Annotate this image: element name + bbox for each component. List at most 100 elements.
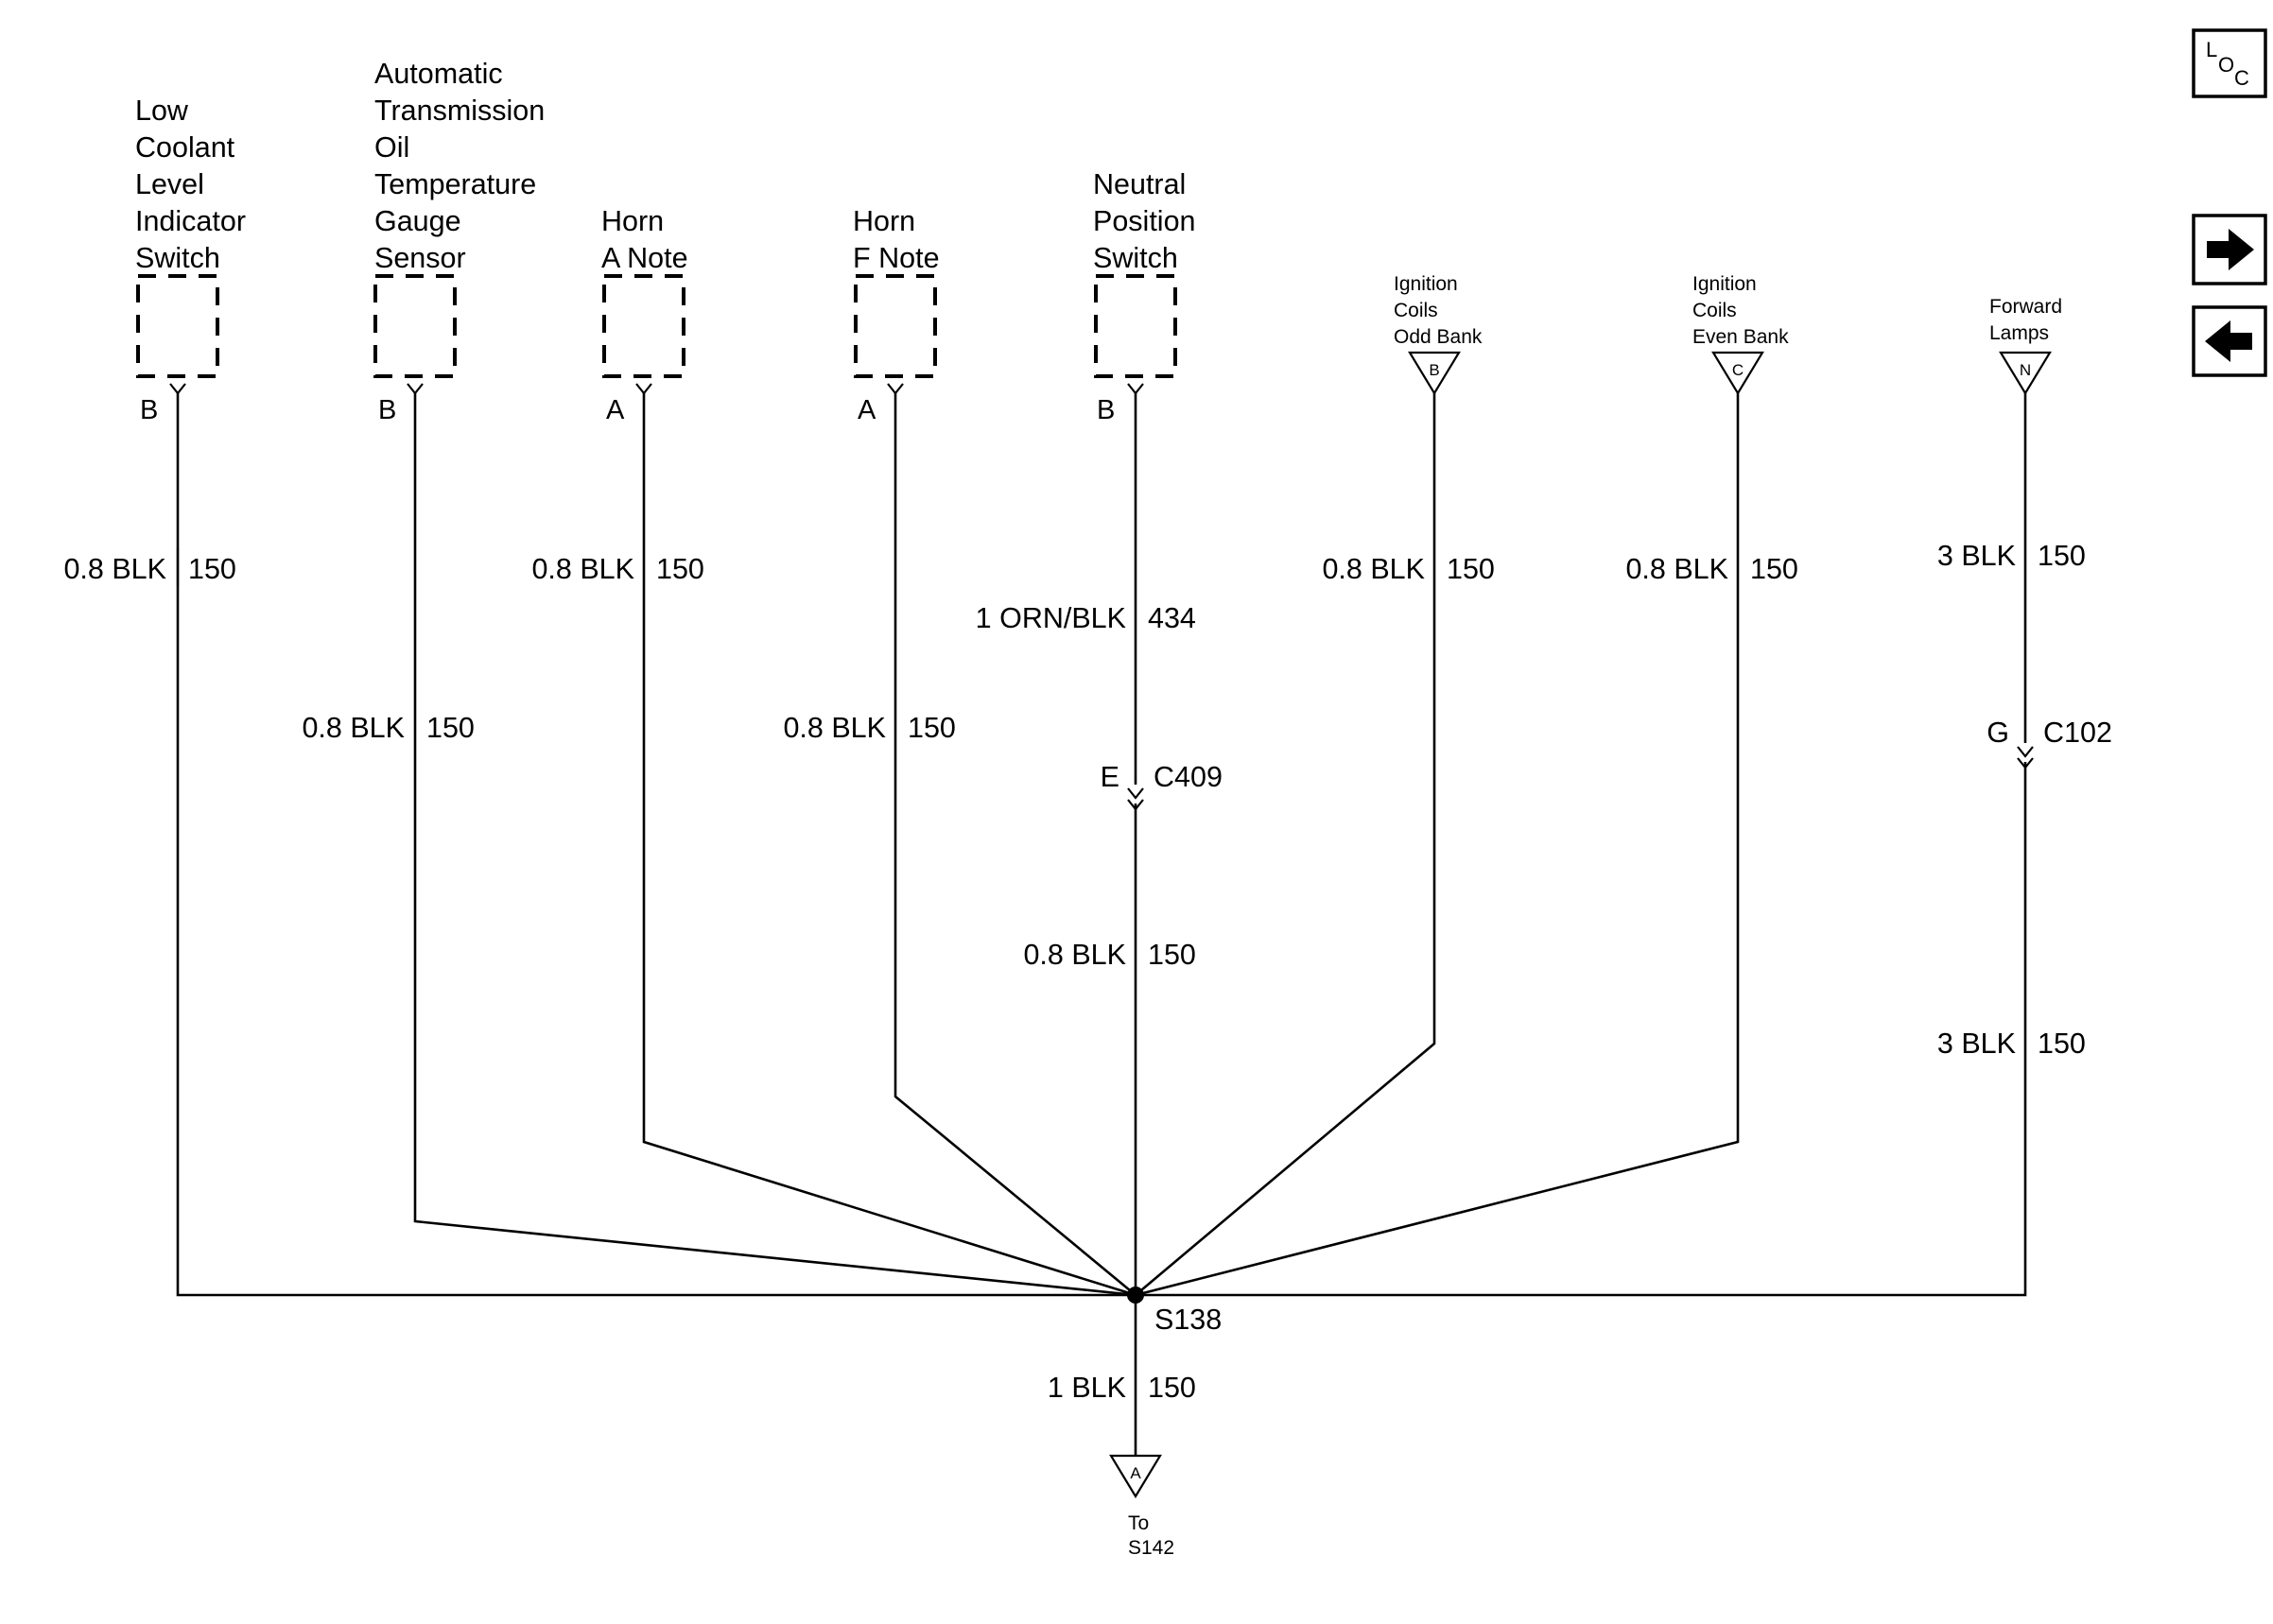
wire-low-coolant bbox=[176, 393, 1136, 1297]
previous-page-button[interactable] bbox=[2192, 305, 2267, 377]
loc-button[interactable]: L O C bbox=[2192, 28, 2267, 98]
component-label-line: Indicator bbox=[135, 205, 246, 237]
component-neutral-position-switch: Neutral Position Switch B bbox=[1093, 168, 1196, 425]
wire-trans-sensor bbox=[413, 393, 1136, 1297]
component-outline bbox=[1094, 274, 1177, 378]
wire-size: 0.8 BLK bbox=[63, 553, 166, 585]
destination-label-line: S142 bbox=[1128, 1537, 1174, 1559]
component-label-line: A Note bbox=[601, 242, 688, 274]
offpage-triangle-icon bbox=[1711, 351, 1764, 396]
component-horn-a-note: Horn A Note A bbox=[601, 205, 688, 425]
wire-circuit: 150 bbox=[426, 712, 475, 744]
component-label-line: Switch bbox=[1093, 242, 1178, 274]
connector-pin: G bbox=[1987, 717, 2009, 749]
wire-forward-lamps-lower bbox=[1136, 762, 2027, 1297]
offpage-triangle-icon bbox=[1999, 351, 2052, 396]
offpage-label-line: Coils bbox=[1692, 300, 1737, 321]
component-label-line: Low bbox=[135, 95, 189, 127]
wire-size: 1 ORN/BLK bbox=[976, 602, 1126, 634]
pin-label: A bbox=[858, 395, 876, 425]
destination-label-line: To bbox=[1128, 1512, 1149, 1534]
connector-name: C409 bbox=[1154, 761, 1223, 793]
connector-symbol bbox=[2017, 746, 2034, 758]
component-label-line: Switch bbox=[135, 242, 220, 274]
connector-name: C102 bbox=[2043, 717, 2112, 749]
connector-symbol bbox=[1127, 799, 1144, 811]
wire-horn-f bbox=[894, 393, 1136, 1297]
connector-symbol bbox=[1127, 787, 1144, 800]
connector-symbol bbox=[2017, 757, 2034, 769]
pin-symbol bbox=[635, 383, 652, 395]
wire-circuit: 150 bbox=[1750, 553, 1798, 585]
loc-letter-c: C bbox=[2234, 66, 2249, 90]
component-label-line: Oil bbox=[374, 131, 409, 164]
loc-letter-o: O bbox=[2218, 53, 2234, 77]
component-outline bbox=[854, 274, 937, 378]
wire-ignition-even bbox=[1135, 393, 1740, 1297]
pin-symbol bbox=[1127, 383, 1144, 395]
wire-circuit: 150 bbox=[2038, 540, 2086, 572]
wire-ignition-odd bbox=[1135, 393, 1436, 1296]
splice-name: S138 bbox=[1154, 1304, 1222, 1336]
wire-circuit: 150 bbox=[1148, 1372, 1196, 1404]
wire-labels: 0.8 BLK 150 0.8 BLK 150 0.8 BLK 150 0.8 … bbox=[63, 540, 2085, 1404]
wire-size: 0.8 BLK bbox=[531, 553, 634, 585]
component-outline bbox=[602, 274, 685, 378]
component-label-line: Neutral bbox=[1093, 168, 1186, 200]
component-label-line: Gauge bbox=[374, 205, 461, 237]
component-label-line: Sensor bbox=[374, 242, 466, 274]
component-label-line: Automatic bbox=[374, 58, 503, 90]
wire-size: 3 BLK bbox=[1937, 540, 2016, 572]
offpage-label-line: Odd Bank bbox=[1394, 326, 1483, 348]
offpage-label-line: Even Bank bbox=[1692, 326, 1789, 348]
component-label-line: Position bbox=[1093, 205, 1196, 237]
offpage-to-s142: A To S142 bbox=[1109, 1454, 1174, 1559]
wire-circuit: 150 bbox=[2038, 1028, 2086, 1060]
component-horn-f-note: Horn F Note A bbox=[853, 205, 940, 425]
component-outline bbox=[373, 274, 457, 378]
component-label-line: Coolant bbox=[135, 131, 235, 164]
splice-dot bbox=[1127, 1287, 1144, 1304]
offpage-triangle-icon bbox=[1109, 1454, 1162, 1499]
offpage-triangle-icon bbox=[1408, 351, 1461, 396]
loc-button-frame[interactable] bbox=[2192, 28, 2267, 98]
next-page-button[interactable] bbox=[2192, 214, 2267, 285]
loc-letter-l: L bbox=[2206, 38, 2217, 61]
arrow-left-icon bbox=[2205, 320, 2252, 362]
component-label-line: Temperature bbox=[374, 168, 536, 200]
component-label-line: Horn bbox=[601, 205, 664, 237]
component-label-line: Transmission bbox=[374, 95, 545, 127]
wire-circuit: 150 bbox=[188, 553, 236, 585]
pin-label: B bbox=[378, 395, 396, 425]
wire-size: 0.8 BLK bbox=[783, 712, 886, 744]
wire-size: 0.8 BLK bbox=[302, 712, 405, 744]
component-automatic-transmission-oil-temperature-gauge-sensor: Automatic Transmission Oil Temperature G… bbox=[373, 58, 545, 425]
wire-horn-a bbox=[642, 393, 1136, 1297]
pin-symbol bbox=[887, 383, 904, 395]
pin-symbol bbox=[407, 383, 424, 395]
wire-size: 3 BLK bbox=[1937, 1028, 2016, 1060]
offpage-ignition-coils-even-bank: Ignition Coils Even Bank C bbox=[1692, 273, 1789, 396]
connector-pin: E bbox=[1101, 761, 1119, 793]
offpage-label-line: Ignition bbox=[1692, 273, 1757, 295]
component-label-line: Horn bbox=[853, 205, 915, 237]
wire-circuit: 150 bbox=[908, 712, 956, 744]
component-label-line: F Note bbox=[853, 242, 940, 274]
wire-size: 0.8 BLK bbox=[1322, 553, 1425, 585]
offpage-forward-lamps: Forward Lamps N bbox=[1989, 296, 2062, 396]
offpage-label-line: Forward bbox=[1989, 296, 2062, 318]
offpage-label-line: Ignition bbox=[1394, 273, 1458, 295]
splice-s138: S138 bbox=[1127, 1287, 1222, 1336]
wire-circuit: 434 bbox=[1148, 602, 1196, 634]
component-outline bbox=[136, 274, 219, 378]
wire-size: 0.8 BLK bbox=[1023, 939, 1126, 971]
pin-label: B bbox=[140, 395, 158, 425]
pin-symbol bbox=[169, 383, 186, 395]
component-low-coolant-level-indicator-switch: Low Coolant Level Indicator Switch B bbox=[135, 95, 246, 425]
pin-label: B bbox=[1097, 395, 1115, 425]
pin-label: A bbox=[606, 395, 625, 425]
wire-circuit: 150 bbox=[1148, 939, 1196, 971]
offpage-letter: N bbox=[2020, 361, 2031, 379]
wire-size: 0.8 BLK bbox=[1625, 553, 1728, 585]
